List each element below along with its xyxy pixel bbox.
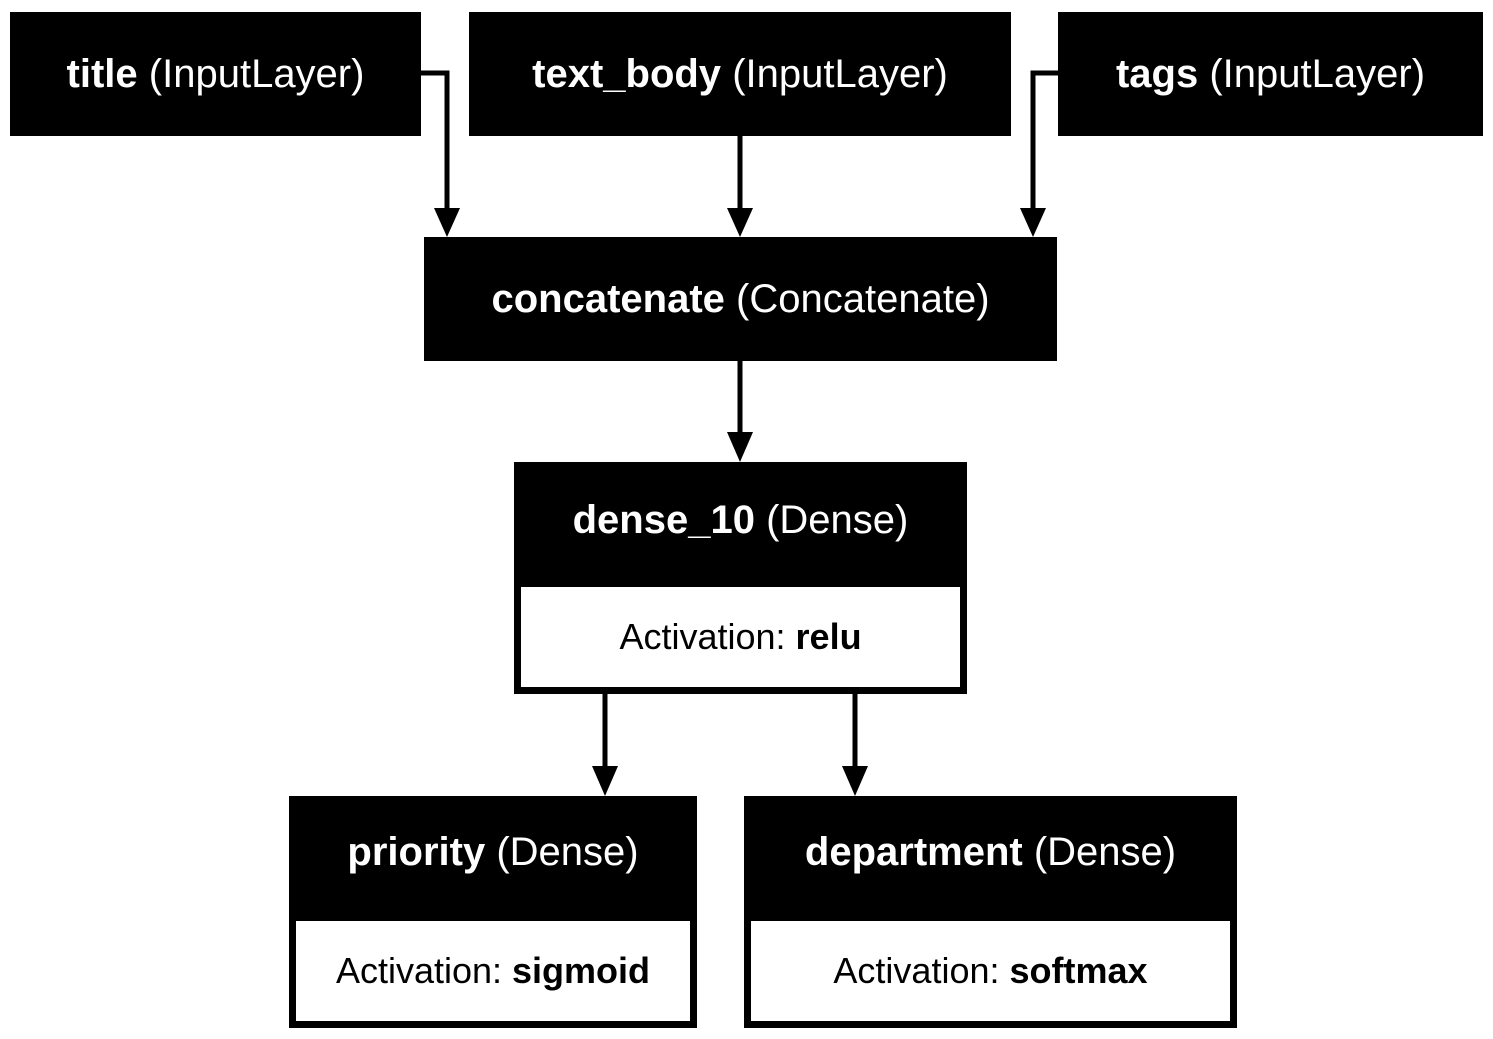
node-concatenate-header: concatenate (Concatenate) (424, 237, 1057, 361)
node-dense_10-header: dense_10 (Dense) (514, 462, 967, 586)
node-dense_10-activation: Activation: relu (521, 587, 960, 687)
node-department[interactable]: department (Dense) Activation: softmax (744, 796, 1237, 1028)
node-tags[interactable]: tags (InputLayer) (1058, 12, 1483, 136)
activation-value: sigmoid (512, 950, 651, 991)
arrowhead-title-concatenate (434, 208, 460, 237)
activation-value: relu (795, 616, 862, 657)
layer-type: (Dense) (766, 498, 909, 542)
node-text_body[interactable]: text_body (InputLayer) (469, 12, 1011, 136)
layer-type: (InputLayer) (148, 52, 365, 96)
layer-name: dense_10 (572, 498, 755, 542)
node-priority-activation: Activation: sigmoid (296, 921, 690, 1021)
activation-label: Activation: (335, 950, 503, 991)
node-concatenate[interactable]: concatenate (Concatenate) (424, 237, 1057, 361)
arrowhead-tags-concatenate (1020, 208, 1046, 237)
layer-type: (Dense) (1033, 830, 1177, 874)
node-title[interactable]: title (InputLayer) (10, 12, 421, 136)
node-dense_10[interactable]: dense_10 (Dense) Activation: relu (514, 462, 967, 694)
node-text_body-header: text_body (InputLayer) (469, 12, 1011, 136)
layer-type: (InputLayer) (732, 52, 948, 96)
activation-label: Activation: (619, 616, 786, 657)
layer-type: (Dense) (496, 830, 639, 874)
arrowhead-dense_10-department (842, 766, 868, 796)
node-priority-header: priority (Dense) (289, 796, 697, 920)
node-priority[interactable]: priority (Dense) Activation: sigmoid (289, 796, 697, 1028)
edge-tags-concatenate (1030, 70, 1059, 212)
edge-title-concatenate (420, 70, 450, 212)
node-title-header: title (InputLayer) (10, 12, 421, 136)
activation-label: Activation: (833, 950, 1000, 991)
node-department-activation: Activation: softmax (751, 921, 1230, 1021)
layer-type: (InputLayer) (1209, 52, 1426, 96)
activation-value: softmax (1009, 950, 1148, 991)
layer-name: department (804, 830, 1023, 874)
layer-name: text_body (532, 52, 722, 96)
arrowhead-dense_10-priority (592, 766, 618, 796)
layer-type: (Concatenate) (736, 277, 990, 321)
arrowhead-text_body-concatenate (727, 208, 753, 237)
layer-name: concatenate (491, 277, 725, 321)
layer-name: priority (347, 830, 486, 874)
layer-name: tags (1115, 52, 1199, 96)
layer-name: title (66, 52, 138, 96)
node-department-header: department (Dense) (744, 796, 1237, 920)
arrowhead-concatenate-dense_10 (727, 432, 753, 462)
node-tags-header: tags (InputLayer) (1058, 12, 1483, 136)
